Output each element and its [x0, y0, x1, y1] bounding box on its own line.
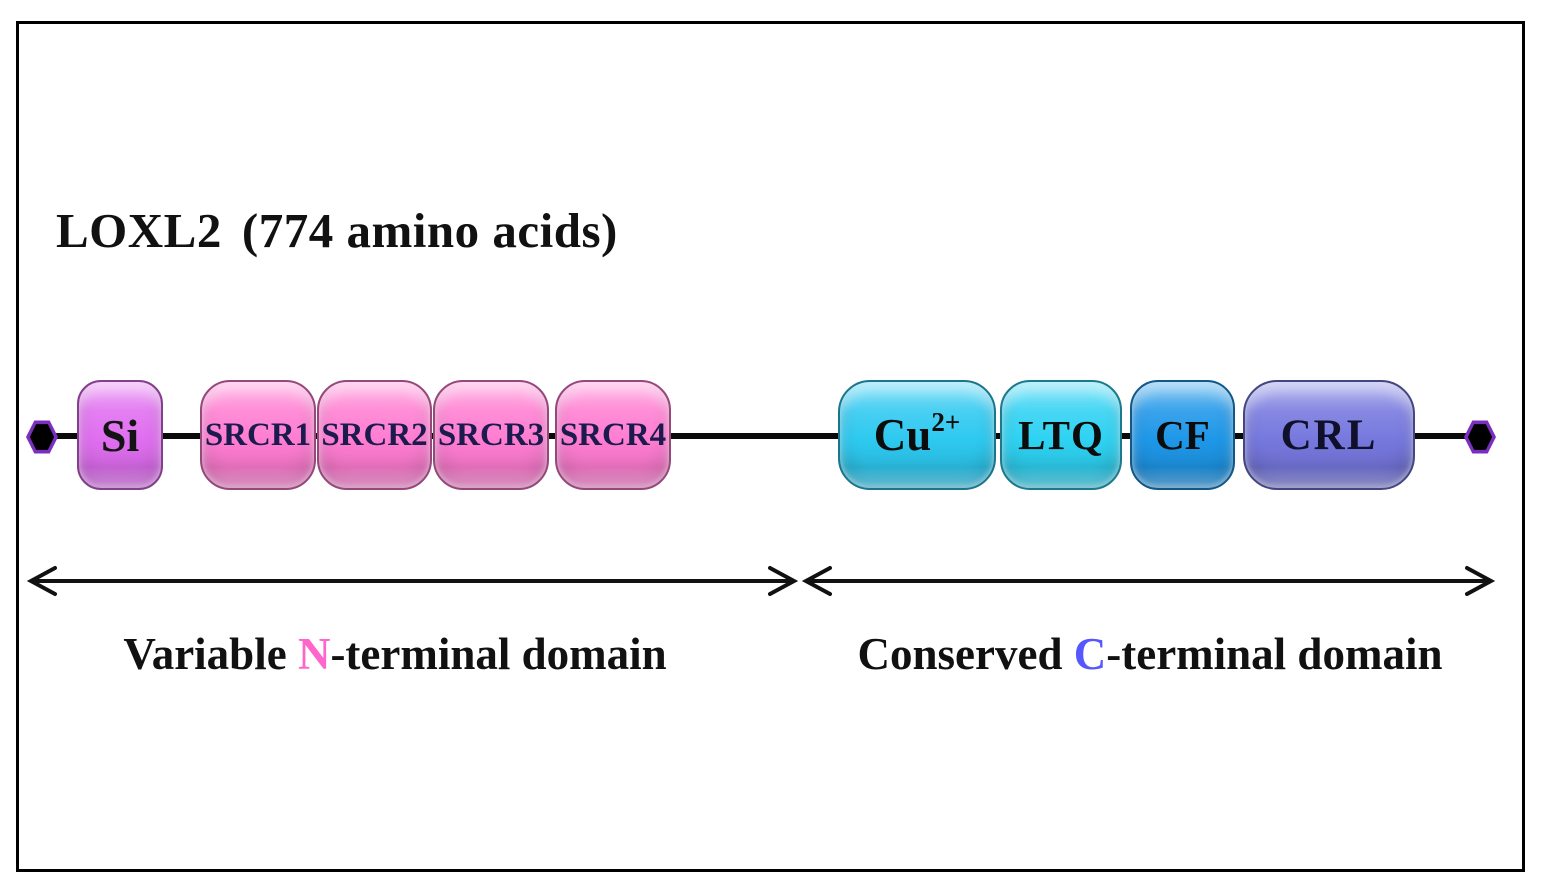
domain-label-crl: CRL [1280, 411, 1378, 459]
c-terminus-hexagon-core [1467, 424, 1493, 450]
domain-block-srcr4: SRCR4 [555, 380, 671, 490]
domain-label-si: Si [100, 409, 140, 461]
n-terminal-domain-label: Variable N-terminal domain [10, 628, 780, 680]
domain-block-srcr3: SRCR3 [433, 380, 549, 490]
n-terminal-label-prefix: Variable [123, 629, 298, 679]
domain-label-copper: Cu [873, 410, 932, 460]
domain-block-crl: CRL [1243, 380, 1415, 490]
protein-name: LOXL2 [56, 203, 222, 258]
protein-length: (774 amino acids) [241, 203, 618, 258]
domain-block-cf: CF [1130, 380, 1235, 490]
protein-backbone-line [34, 433, 1486, 439]
domain-block-si: Si [77, 380, 163, 490]
double-arrow-c-terminal [801, 566, 1496, 596]
c-terminal-domain-label: Conserved C-terminal domain [800, 628, 1500, 680]
figure-title: LOXL2 (774 amino acids) [56, 202, 618, 259]
domain-label-srcr3: SRCR3 [437, 416, 545, 453]
domain-block-srcr1: SRCR1 [200, 380, 316, 490]
domain-label-srcr2: SRCR2 [321, 416, 428, 453]
region-extent-arrows [26, 566, 1496, 596]
domain-label-ltq: LTQ [1018, 412, 1104, 458]
domain-label-srcr4: SRCR4 [559, 416, 667, 453]
n-terminal-letter: N [297, 629, 331, 679]
domain-label-cf: CF [1155, 412, 1210, 458]
domain-block-srcr2: SRCR2 [317, 380, 432, 490]
double-arrow-n-terminal [26, 566, 799, 596]
n-terminus-hexagon-core [29, 424, 55, 450]
domain-block-ltq: LTQ [1000, 380, 1122, 490]
figure-border-frame [16, 21, 1525, 872]
c-terminal-label-prefix: Conserved [857, 629, 1074, 679]
c-terminal-label-suffix: -terminal domain [1106, 629, 1443, 679]
n-terminal-label-suffix: -terminal domain [330, 629, 667, 679]
c-terminal-letter: C [1073, 629, 1107, 679]
domain-label-srcr1: SRCR1 [204, 416, 312, 453]
